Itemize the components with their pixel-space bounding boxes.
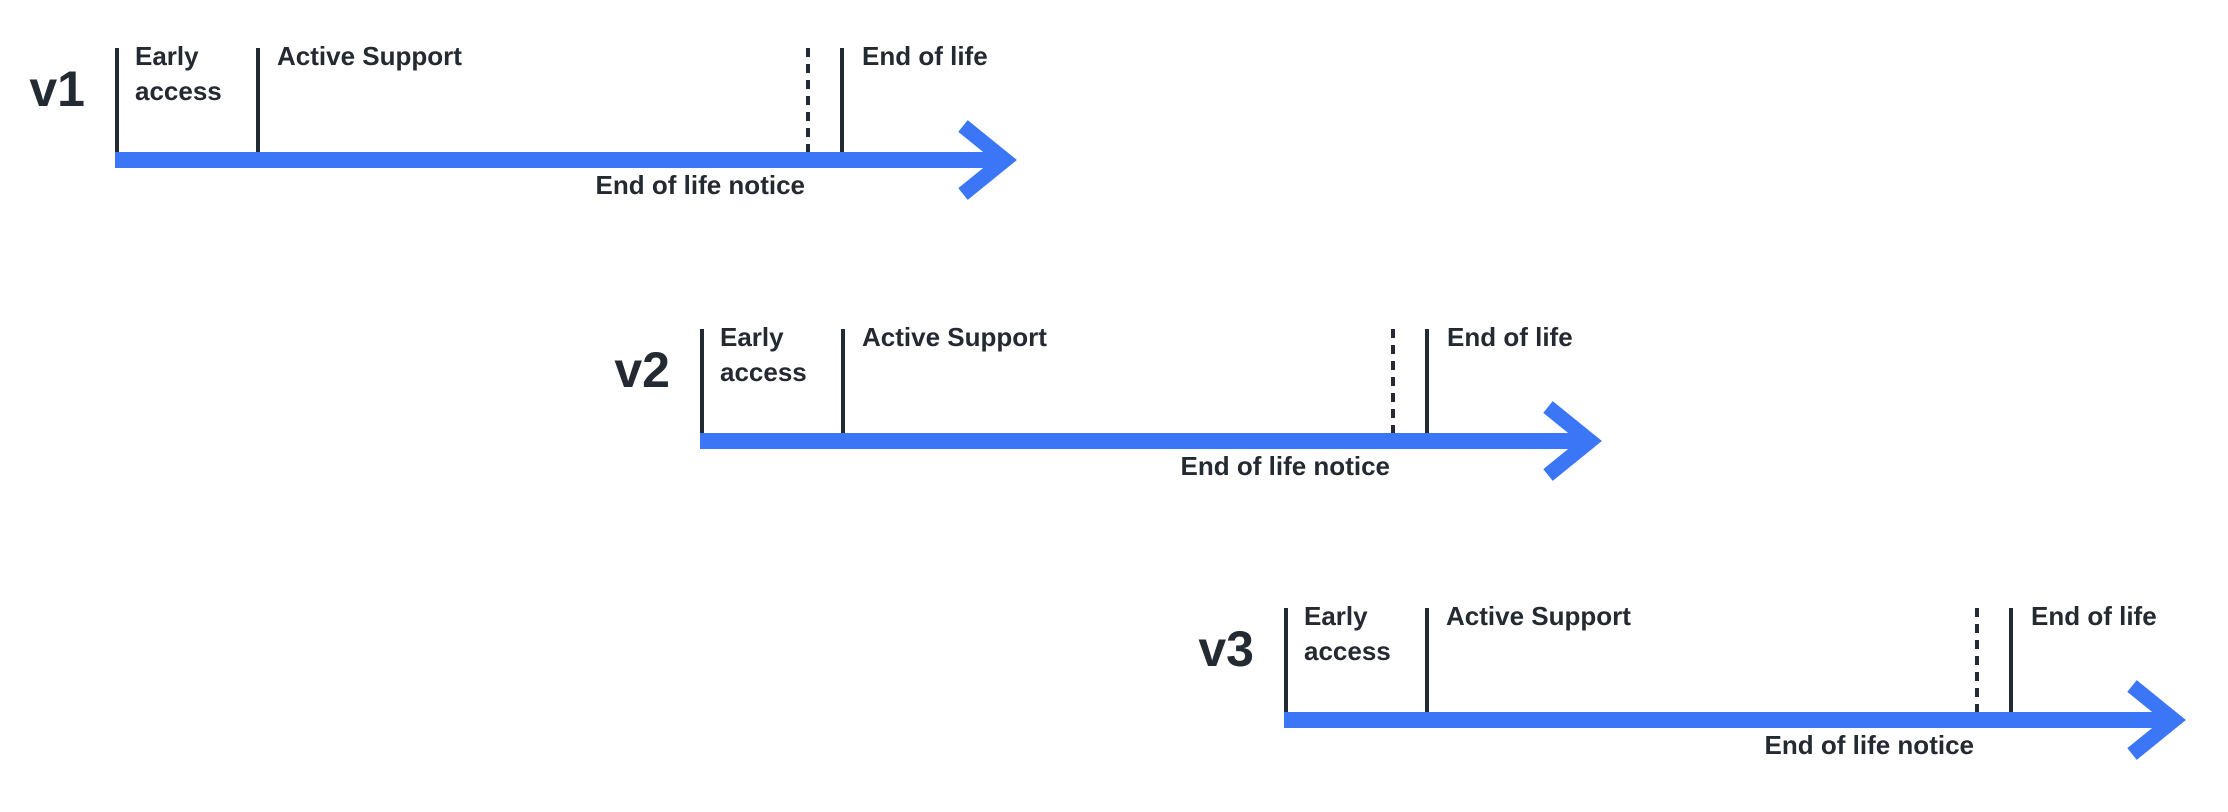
active-support-start-tick	[256, 48, 260, 152]
end-of-life-tick	[2009, 608, 2013, 712]
end-of-life-label: End of life	[2031, 601, 2157, 631]
timeline-arrow-shaft	[1284, 712, 2162, 728]
end-of-life-notice-label: End of life notice	[595, 170, 805, 200]
version-label: v3	[1198, 621, 1254, 677]
early-access-label: Early access	[720, 322, 807, 387]
end-of-life-label: End of life	[1447, 322, 1573, 352]
arrow-head-chevron	[2127, 680, 2186, 760]
end-of-life-tick	[1425, 329, 1429, 433]
timeline-arrow-shaft	[115, 152, 993, 168]
arrow-right-icon	[1543, 401, 1602, 481]
version-label: v1	[29, 61, 85, 117]
active-support-start-tick	[1425, 608, 1429, 712]
arrow-head-chevron	[1543, 401, 1602, 481]
arrow-right-icon	[958, 120, 1017, 200]
eol-notice-dashed-tick	[1975, 608, 1979, 712]
early-access-start-tick	[115, 48, 119, 152]
early-access-start-tick	[1284, 608, 1288, 712]
arrow-right-icon	[2127, 680, 2186, 760]
version-label: v2	[614, 342, 670, 398]
early-access-label: Early access	[1304, 601, 1391, 666]
active-support-label: Active Support	[277, 41, 462, 71]
end-of-life-label: End of life	[862, 41, 988, 71]
early-access-start-tick	[700, 329, 704, 433]
eol-notice-dashed-tick	[806, 48, 810, 152]
end-of-life-notice-label: End of life notice	[1764, 730, 1974, 760]
arrow-head-chevron	[958, 120, 1017, 200]
active-support-label: Active Support	[862, 322, 1047, 352]
timeline-arrow-shaft	[700, 433, 1578, 449]
eol-notice-dashed-tick	[1391, 329, 1395, 433]
early-access-label: Early access	[135, 41, 222, 106]
end-of-life-notice-label: End of life notice	[1180, 451, 1390, 481]
active-support-label: Active Support	[1446, 601, 1631, 631]
end-of-life-tick	[840, 48, 844, 152]
active-support-start-tick	[841, 329, 845, 433]
